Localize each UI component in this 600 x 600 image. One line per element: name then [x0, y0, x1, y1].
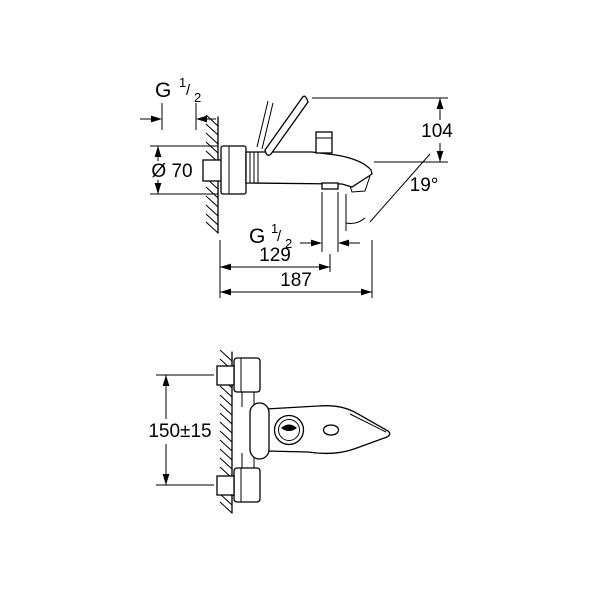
height-label: 104: [421, 121, 453, 142]
supply-nut: [202, 159, 224, 182]
top-supply-nut-front: [216, 365, 235, 386]
shower-outlet-stub: [321, 182, 339, 190]
diverter-knob: [315, 131, 333, 154]
angle-label: 19°: [410, 175, 439, 196]
thread-top-separator: /: [186, 82, 191, 99]
top-view: G 1 / 2 Ø 70: [140, 75, 453, 298]
spout-mousepiece: [349, 175, 371, 193]
thread-top-prefix: G: [155, 79, 171, 102]
lever-alt-position: [256, 100, 274, 150]
bottom-supply-nut-front: [216, 475, 235, 496]
dimension-thread-top: G 1 / 2: [140, 75, 216, 130]
brand-badge-inner: [278, 419, 300, 441]
thread-bottom-prefix: G: [249, 225, 265, 248]
lever-front: [249, 402, 270, 460]
thread-top-denominator: 2: [194, 90, 201, 105]
front-view: 150±15: [148, 349, 391, 514]
thread-bottom-denominator: 2: [285, 236, 292, 251]
bottom-escutcheon-front: [233, 467, 261, 503]
dimension-reach-187: 187: [220, 240, 373, 298]
escutcheon: [220, 145, 247, 195]
top-escutcheon-front: [233, 357, 261, 393]
distance-150-label: 150±15: [148, 421, 211, 442]
diverter-front-hole: [322, 424, 340, 436]
lever-handle: [264, 95, 309, 156]
dimension-diameter-70: Ø 70: [150, 145, 218, 195]
mounting-threads: [249, 152, 259, 183]
dimension-distance-150: 150±15: [148, 374, 214, 486]
dimension-thread-bottom: G 1 / 2: [249, 192, 360, 252]
brand-badge-mark: [281, 424, 297, 431]
reach-129-label: 129: [259, 245, 291, 266]
dimension-reach-129: 129: [219, 240, 331, 298]
faucet-side-profile: [202, 95, 373, 195]
thread-top-numerator: 1: [179, 75, 186, 90]
thread-bottom-separator: /: [277, 228, 282, 245]
dimension-angle-19: 19°: [345, 153, 439, 231]
reach-187-label: 187: [280, 270, 312, 291]
faucet-front-profile: [216, 357, 391, 503]
diameter-label: Ø 70: [151, 161, 192, 182]
mixer-body: [245, 151, 373, 188]
dimension-height-104: 104: [312, 97, 453, 163]
thread-bottom-numerator: 1: [271, 221, 278, 236]
